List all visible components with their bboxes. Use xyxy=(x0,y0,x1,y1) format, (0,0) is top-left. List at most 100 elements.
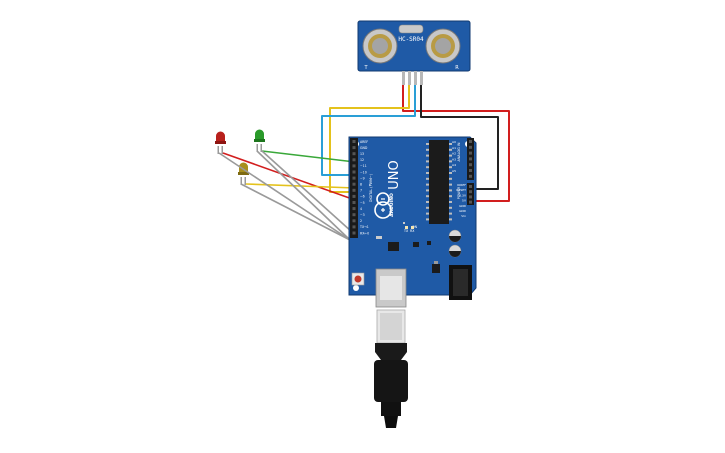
digital-pin-socket[interactable] xyxy=(352,219,356,223)
power-pin-label: GND xyxy=(459,209,467,213)
analog-pin-socket[interactable] xyxy=(469,151,472,155)
digital-pin-socket[interactable] xyxy=(352,213,356,217)
chip-leg xyxy=(426,183,429,186)
led-red[interactable] xyxy=(215,131,226,155)
usb-chip xyxy=(388,242,399,251)
led-wires xyxy=(218,150,356,241)
digital-pin-label: AREF xyxy=(360,140,368,144)
chip-leg xyxy=(449,195,452,198)
chip-leg xyxy=(449,201,452,203)
analog-pin-socket[interactable] xyxy=(469,169,472,172)
chip-leg xyxy=(449,172,452,174)
board-model-label: UNO xyxy=(387,160,402,189)
digital-pin-label: ~10 xyxy=(360,170,367,174)
sensor-pins xyxy=(402,71,423,85)
wire-led-red-gnd xyxy=(218,152,351,241)
digital-pin-socket[interactable] xyxy=(352,182,356,186)
digital-pin-label: ~11 xyxy=(360,164,367,168)
digital-pin-socket[interactable] xyxy=(352,231,356,235)
digital-pin-label: 13 xyxy=(360,152,364,156)
digital-pin-socket[interactable] xyxy=(352,146,356,150)
usb-b-port[interactable] xyxy=(375,268,407,308)
wire-led-red-signal xyxy=(222,152,356,201)
power-pin-socket[interactable] xyxy=(469,185,472,188)
digital-pin-label: 4 xyxy=(360,207,362,211)
sensor-t-mark: T xyxy=(363,65,368,71)
digital-pin-label: ~5 xyxy=(360,201,365,205)
analog-pin-label: A4 xyxy=(452,163,456,167)
reset-button[interactable] xyxy=(351,272,365,286)
wire-led-yellow-gnd xyxy=(240,183,351,241)
chip-leg xyxy=(426,148,429,151)
power-jack[interactable] xyxy=(449,265,472,300)
power-pin-socket[interactable] xyxy=(469,200,472,204)
digital-pin-socket[interactable] xyxy=(352,170,356,174)
chip-leg xyxy=(426,218,429,221)
crystal xyxy=(376,236,382,239)
digital-pin-socket[interactable] xyxy=(352,176,356,180)
digital-header xyxy=(350,138,358,238)
digital-pin-label: 2 xyxy=(360,219,362,223)
digital-pin-label: ~3 xyxy=(360,213,365,217)
analog-pin-socket[interactable] xyxy=(469,140,472,143)
digital-pin-label: TX→1 xyxy=(359,225,369,229)
chip-leg xyxy=(449,218,452,221)
wire-sensor-trig xyxy=(329,85,410,193)
led-green[interactable] xyxy=(254,129,265,153)
smd-led xyxy=(405,226,408,229)
power-pin-label: Vin xyxy=(461,214,466,218)
chip-leg xyxy=(426,172,429,174)
digital-pin-label: 7 xyxy=(360,189,362,193)
smd-chip xyxy=(413,242,419,247)
digital-pin-label: GND xyxy=(360,146,368,150)
chip-leg xyxy=(449,177,452,180)
chip-leg xyxy=(426,160,429,163)
analog-pin-label: A2 xyxy=(452,152,456,156)
capacitor xyxy=(448,229,462,243)
analog-pin-socket[interactable] xyxy=(469,174,472,178)
digital-pin-socket[interactable] xyxy=(352,188,356,192)
rx-label: RX xyxy=(410,229,415,233)
arduino-logo xyxy=(374,192,392,219)
digital-pin-socket[interactable] xyxy=(352,164,356,168)
mount-hole xyxy=(353,285,359,291)
digital-pin-socket[interactable] xyxy=(352,194,356,198)
digital-pin-label: ~9 xyxy=(360,176,365,180)
digital-pin-socket[interactable] xyxy=(352,158,356,162)
power-pin-socket[interactable] xyxy=(469,190,472,194)
sensor-model-label: HC-SR04 xyxy=(398,36,424,43)
transmitter-transducer xyxy=(362,28,398,64)
usb-cable[interactable] xyxy=(374,309,408,428)
digital-pin-socket[interactable] xyxy=(352,140,356,143)
chip-leg xyxy=(426,177,429,180)
chip-leg xyxy=(426,195,429,198)
digital-pin-socket[interactable] xyxy=(352,207,356,211)
board-brand-label: ARDUINO xyxy=(389,193,395,217)
power-pin-socket[interactable] xyxy=(469,195,472,199)
chip-leg xyxy=(449,206,452,209)
wire-led-green-signal xyxy=(261,150,356,163)
chip-leg xyxy=(426,206,429,209)
chip-leg xyxy=(449,143,452,145)
digital-pin-socket[interactable] xyxy=(352,201,356,204)
icsp-header xyxy=(403,222,405,224)
analog-pin-socket[interactable] xyxy=(469,145,472,149)
power-pin-label: IOREF xyxy=(457,183,466,187)
chip-leg xyxy=(426,201,429,203)
power-header-label: POWER xyxy=(457,186,461,199)
power-pin-label: 5V xyxy=(462,199,467,203)
analog-pin-socket[interactable] xyxy=(469,157,472,161)
analog-pin-socket[interactable] xyxy=(469,163,472,167)
on-led-label: ON xyxy=(412,225,418,229)
wire-sensor-gnd xyxy=(420,85,499,190)
power-pin-label: GND xyxy=(459,204,467,208)
chip-leg xyxy=(449,212,452,215)
tx-label: TX xyxy=(403,229,409,233)
wire-led-green-gnd xyxy=(256,150,351,241)
ultrasonic-sensor[interactable]: HC-SR04 T R xyxy=(357,20,471,85)
digital-pin-socket[interactable] xyxy=(352,225,356,229)
digital-pin-socket[interactable] xyxy=(352,152,356,156)
